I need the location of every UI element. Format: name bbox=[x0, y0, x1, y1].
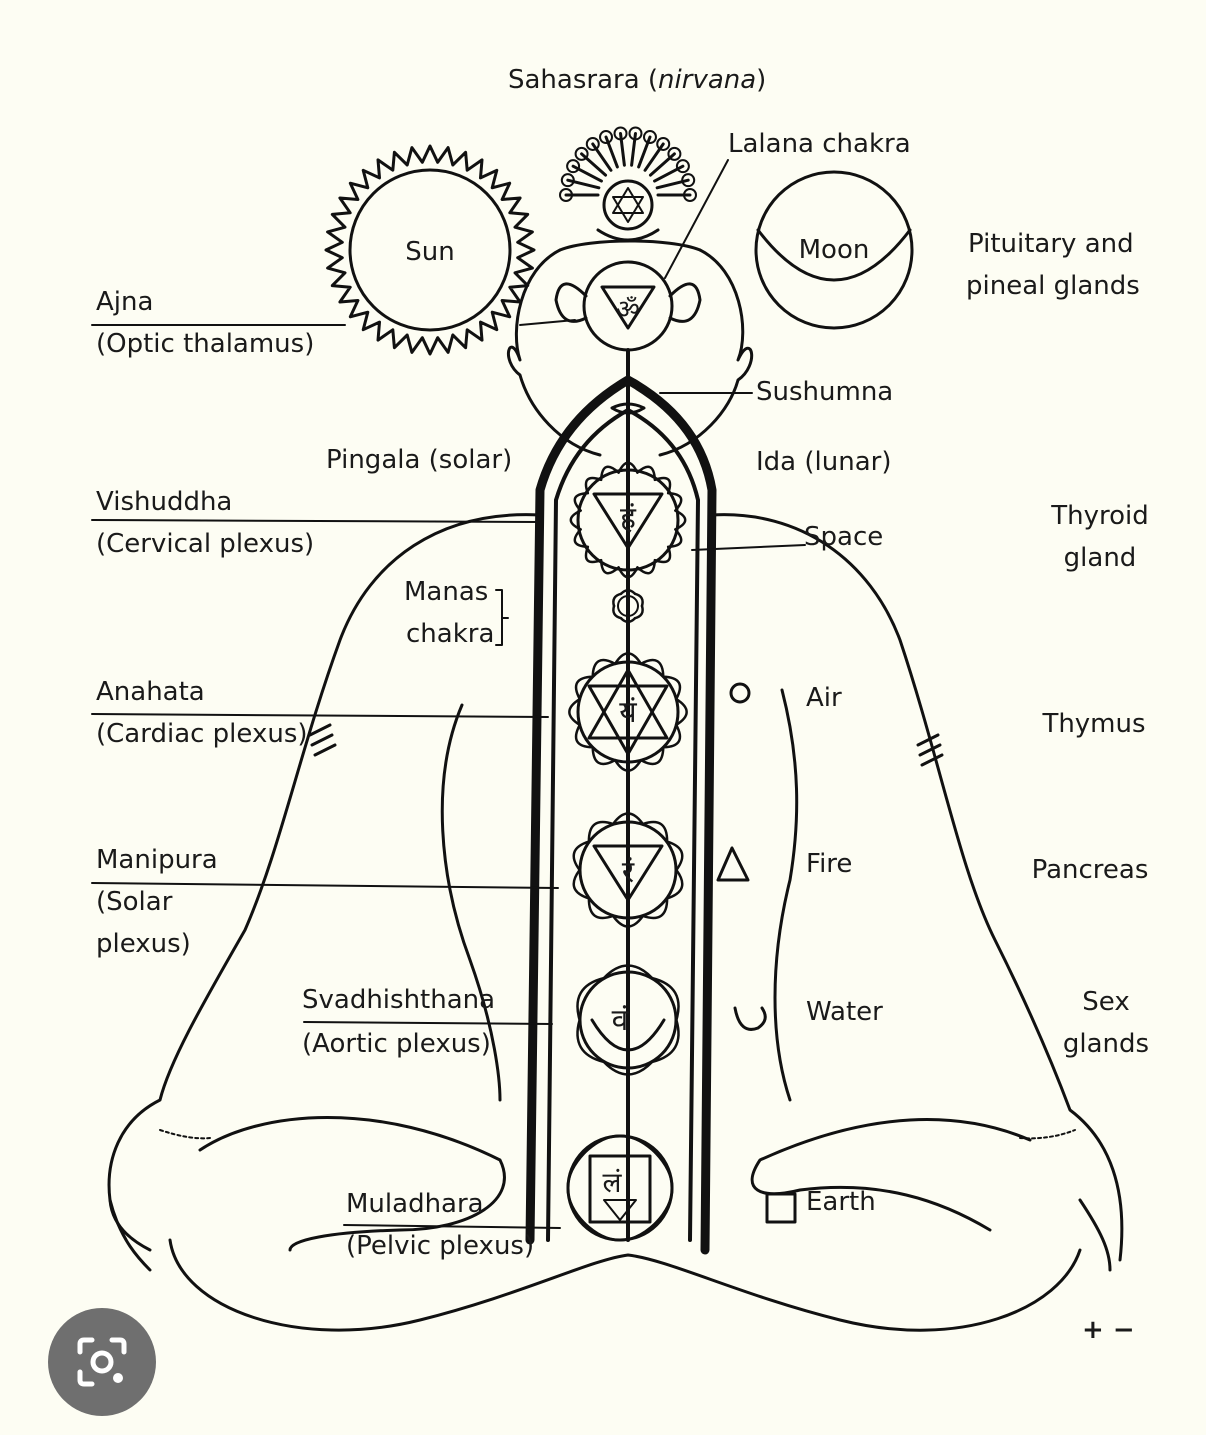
ajna-label: Ajna bbox=[96, 287, 153, 317]
svadhishthana-sub-label: (Aortic plexus) bbox=[302, 1029, 491, 1059]
ida-label: Ida (lunar) bbox=[756, 447, 891, 477]
vishuddha-sub-label: (Cervical plexus) bbox=[96, 529, 314, 559]
muladhara-chakra: लं bbox=[566, 1134, 674, 1242]
air-label: Air bbox=[806, 683, 842, 713]
anahata-sub-label: (Cardiac plexus) bbox=[96, 719, 308, 749]
lalana-chakra-label: Lalana chakra bbox=[728, 129, 911, 159]
sex-glands-label-line1: Sex bbox=[1082, 987, 1129, 1017]
ajna-chakra: ॐ bbox=[554, 260, 702, 352]
svadhishthana-chakra: वं bbox=[576, 964, 680, 1076]
muladhara-label: Muladhara bbox=[346, 1189, 484, 1219]
sex-glands-label-line2: glands bbox=[1063, 1029, 1149, 1059]
fire-symbol-icon bbox=[716, 846, 750, 882]
muladhara-sub-label: (Pelvic plexus) bbox=[346, 1231, 534, 1261]
manas-label-line2: chakra bbox=[406, 619, 494, 649]
thyroid-label-line2: gland bbox=[1064, 543, 1137, 573]
ajna-sub-label: (Optic thalamus) bbox=[96, 329, 314, 359]
sun-label: Sun bbox=[405, 237, 454, 267]
body-outline bbox=[107, 513, 1124, 1332]
manipura-label: Manipura bbox=[96, 845, 218, 875]
anahata-chakra: यं bbox=[568, 652, 688, 772]
anahata-glyph: यं bbox=[619, 695, 637, 730]
ajna-glyph: ॐ bbox=[616, 295, 640, 325]
thymus-label: Thymus bbox=[1041, 709, 1145, 739]
water-symbol-icon bbox=[733, 1006, 767, 1031]
manipura-glyph: रं bbox=[622, 855, 635, 890]
leader-lines bbox=[91, 159, 806, 1229]
svadhishthana-label: Svadhishthana bbox=[302, 985, 495, 1015]
head-outline bbox=[506, 239, 754, 457]
manas-label-line1: Manas bbox=[404, 577, 488, 607]
lens-search-button[interactable] bbox=[48, 1308, 156, 1416]
air-symbol-icon bbox=[729, 682, 751, 704]
svadhishthana-glyph: वं bbox=[612, 1003, 630, 1038]
pancreas-label: Pancreas bbox=[1032, 855, 1149, 885]
fire-label: Fire bbox=[806, 849, 852, 879]
muladhara-glyph: लं bbox=[603, 1166, 623, 1199]
space-label: Space bbox=[804, 522, 883, 552]
ida-pingala-band bbox=[525, 375, 717, 1255]
manipura-chakra: रं bbox=[572, 812, 684, 928]
manipura-sub-label-line1: (Solar bbox=[96, 887, 173, 917]
camera-search-icon bbox=[77, 1337, 127, 1387]
thyroid-label-line1: Thyroid bbox=[1050, 501, 1149, 531]
polarity-label: + − bbox=[1082, 1315, 1135, 1345]
vishuddha-label: Vishuddha bbox=[96, 487, 232, 517]
earth-label: Earth bbox=[806, 1187, 876, 1217]
manas-chakra bbox=[612, 588, 644, 624]
sahasrara-label: Sahasrara (nirvana) bbox=[508, 65, 766, 95]
anahata-label: Anahata bbox=[96, 677, 205, 707]
sahasrara-lotus bbox=[559, 126, 697, 242]
pingala-label: Pingala (solar) bbox=[326, 445, 512, 475]
pituitary-label-line1: Pituitary and bbox=[968, 229, 1134, 259]
manipura-sub-label-line2: plexus) bbox=[96, 929, 191, 959]
earth-symbol-icon bbox=[765, 1192, 797, 1224]
sushumna-label: Sushumna bbox=[756, 377, 893, 407]
moon-label: Moon bbox=[799, 235, 870, 265]
pituitary-label-line2: pineal glands bbox=[966, 271, 1140, 301]
moon-symbol bbox=[754, 170, 914, 330]
vishuddha-glyph: हं bbox=[620, 501, 637, 536]
vishuddha-chakra: हं bbox=[569, 461, 687, 579]
sun-symbol bbox=[324, 144, 536, 356]
water-label: Water bbox=[806, 997, 883, 1027]
